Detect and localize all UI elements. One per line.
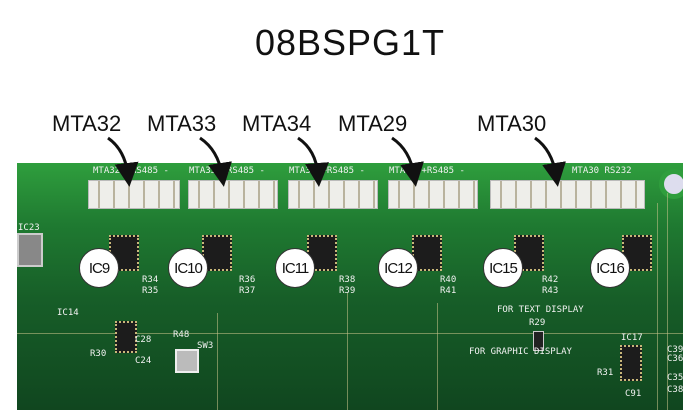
header-silk-5: MTA30 RS232 bbox=[572, 166, 632, 176]
silk-r36: R36 bbox=[239, 275, 256, 285]
silk-r41: R41 bbox=[440, 286, 457, 296]
chip bbox=[202, 235, 232, 271]
silk-c39: C39 bbox=[667, 345, 683, 355]
silk-c91: C91 bbox=[625, 389, 642, 399]
label-mta32: MTA32 bbox=[52, 111, 122, 136]
silk-c28: C28 bbox=[135, 335, 152, 345]
silk-r38: R38 bbox=[339, 275, 356, 285]
arrow-mta34 bbox=[297, 136, 330, 187]
label-ic11: IC11 bbox=[275, 248, 315, 288]
silk-r43: R43 bbox=[542, 286, 559, 296]
chip-ic17 bbox=[620, 345, 642, 381]
header-silk-4: MTA29 +RS485 - bbox=[389, 166, 465, 176]
silk-c35: C35 bbox=[667, 373, 683, 383]
silk-r40: R40 bbox=[440, 275, 457, 285]
silk-r48: R48 bbox=[173, 330, 190, 340]
silk-for-graphic-display: FOR GRAPHIC DISPLAY bbox=[469, 347, 572, 357]
connector-mta33 bbox=[188, 180, 278, 209]
jumper bbox=[533, 331, 544, 351]
silk-sw3: SW3 bbox=[197, 341, 214, 351]
silk-r30: R30 bbox=[90, 349, 107, 359]
silk-ic17: IC17 bbox=[621, 333, 643, 343]
switch-sw3 bbox=[175, 349, 199, 373]
silk-for-text-display: FOR TEXT DISPLAY bbox=[497, 305, 584, 315]
silk-c24: C24 bbox=[135, 356, 152, 366]
connector-mta30 bbox=[490, 180, 645, 209]
silk-ic23: IC23 bbox=[18, 223, 40, 233]
label-mta34: MTA34 bbox=[242, 111, 312, 136]
connector-mta34 bbox=[288, 180, 378, 209]
silk-r34: R34 bbox=[142, 275, 159, 285]
arrow-mta32 bbox=[107, 136, 139, 187]
label-ic16: IC16 bbox=[590, 248, 630, 288]
arrow-mta33 bbox=[199, 136, 232, 187]
board-title: 08BSPG1T bbox=[254, 22, 446, 63]
silk-r39: R39 bbox=[339, 286, 356, 296]
chip-ic23 bbox=[17, 233, 43, 267]
silk-r42: R42 bbox=[542, 275, 559, 285]
silk-ic14: IC14 bbox=[57, 308, 79, 318]
label-ic12: IC12 bbox=[378, 248, 418, 288]
arrow-mta29 bbox=[391, 136, 424, 187]
silk-r37: R37 bbox=[239, 286, 256, 296]
mounting-hole bbox=[659, 169, 683, 199]
silk-c38: C38 bbox=[667, 385, 683, 395]
chip-ic14 bbox=[115, 321, 137, 353]
circuit-board-photo: MTA32 +RS485 - MTA33 +RS485 - MTA34 +RS4… bbox=[17, 163, 683, 410]
label-mta33: MTA33 bbox=[147, 111, 217, 136]
arrow-mta30 bbox=[534, 136, 566, 187]
silk-r31: R31 bbox=[597, 368, 614, 378]
label-ic10: IC10 bbox=[168, 248, 208, 288]
silk-c36: C36 bbox=[667, 354, 683, 364]
silk-r35: R35 bbox=[142, 286, 159, 296]
label-mta30: MTA30 bbox=[477, 111, 547, 136]
label-ic9: IC9 bbox=[79, 248, 119, 288]
label-ic15: IC15 bbox=[483, 248, 523, 288]
silk-r29: R29 bbox=[529, 318, 546, 328]
label-mta29: MTA29 bbox=[338, 111, 408, 136]
